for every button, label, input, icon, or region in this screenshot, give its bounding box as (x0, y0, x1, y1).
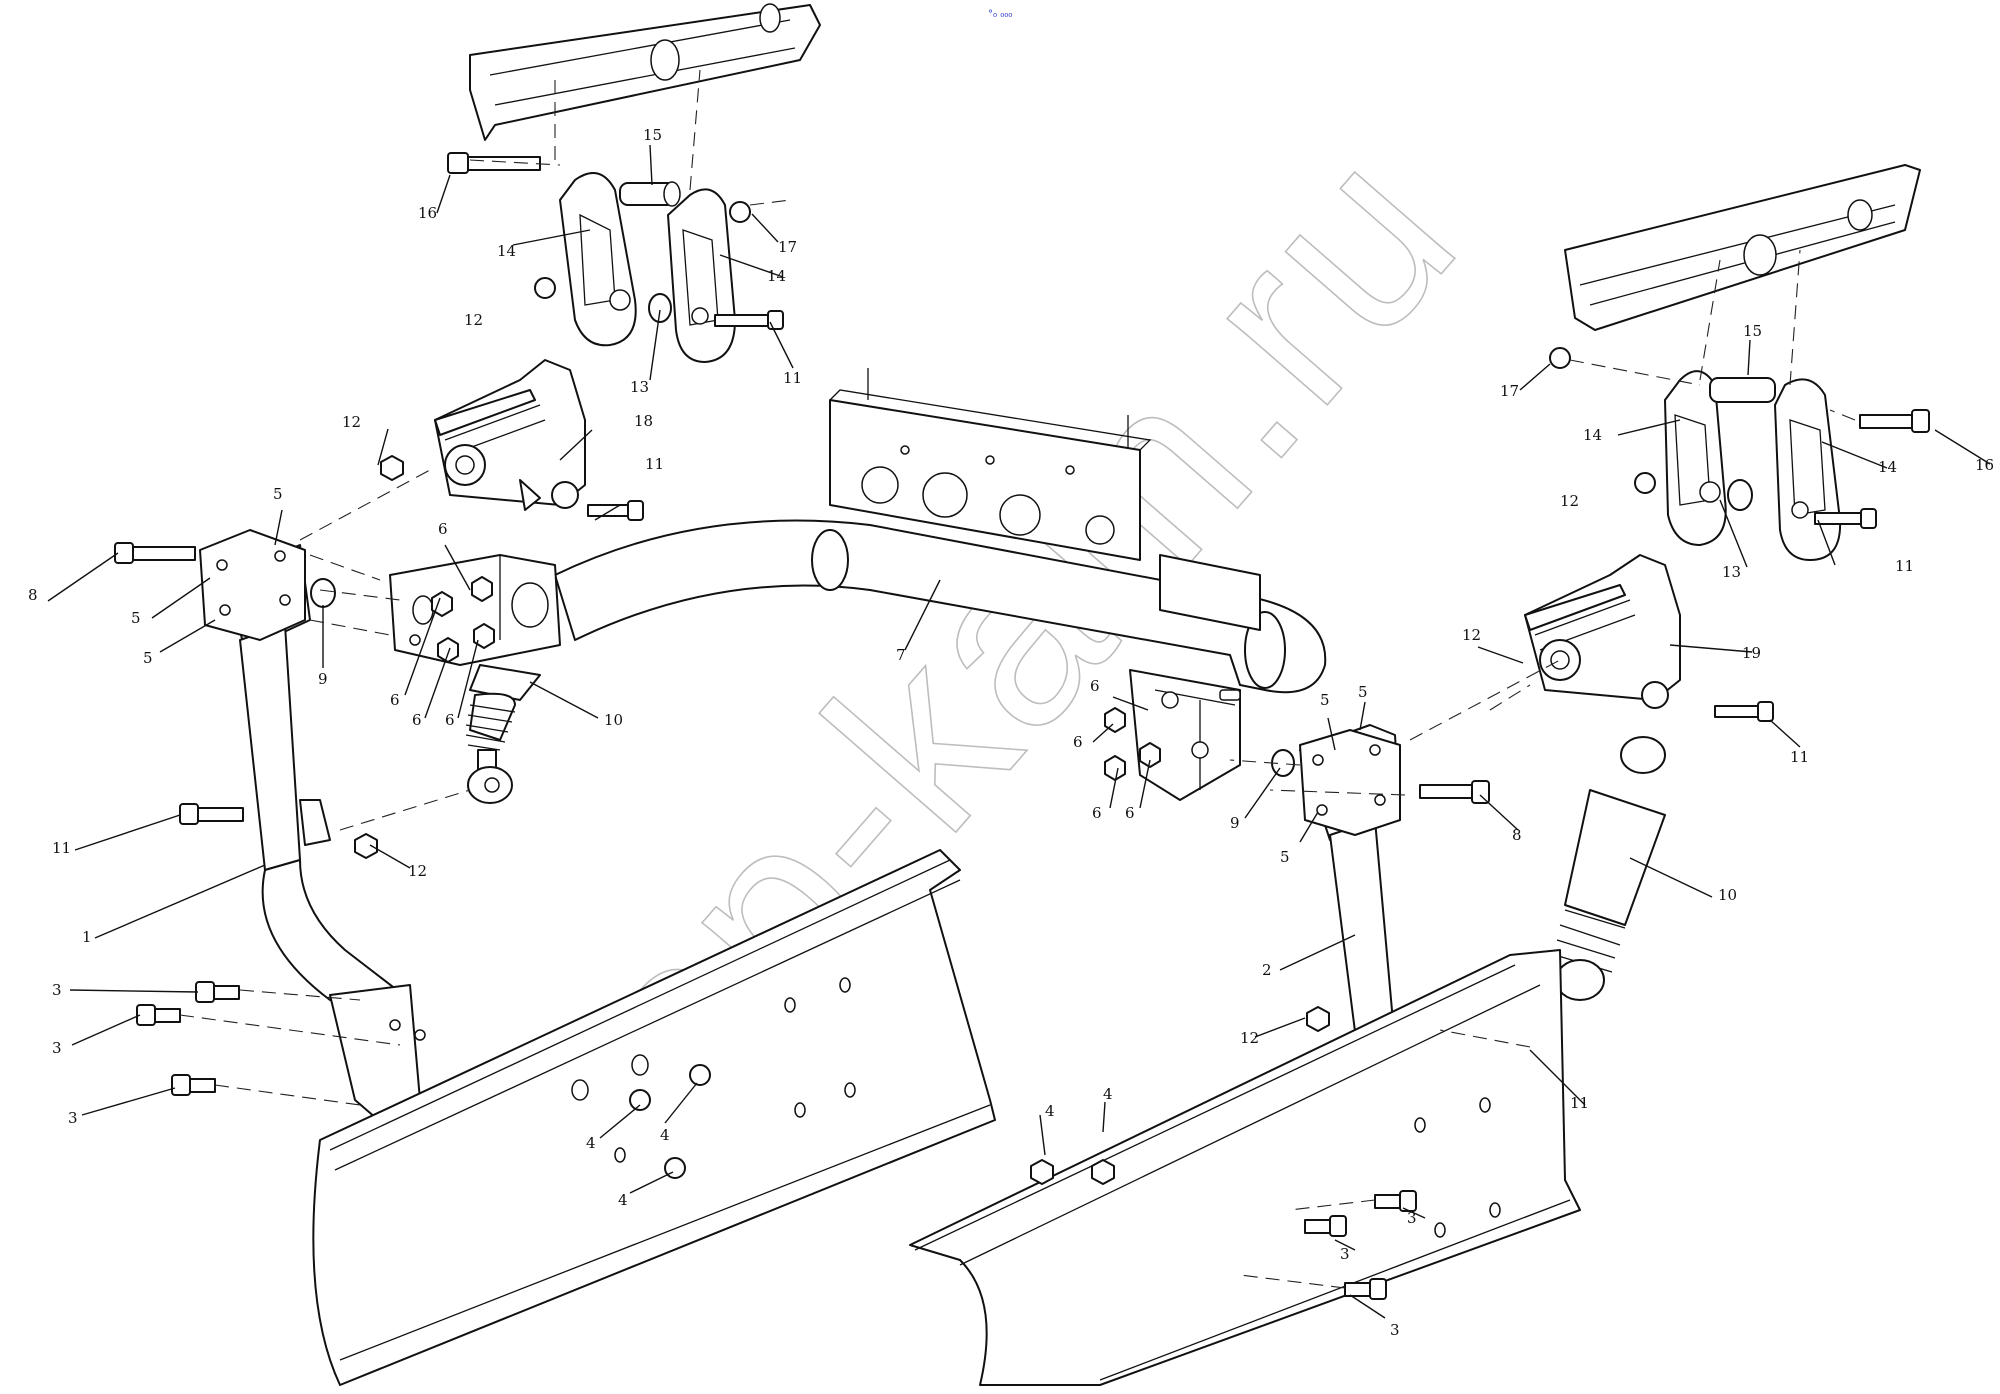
assembly-dashed-lines (179, 69, 1856, 1289)
callout-5: 5 (1320, 691, 1330, 709)
cross-tube-7 (554, 519, 1327, 694)
lock-fasteners-right (1714, 701, 1774, 722)
left-tube-bracket (389, 554, 561, 666)
callout-16: 16 (418, 204, 437, 222)
callout-14: 14 (1878, 458, 1897, 476)
cab-lock-19 (1524, 554, 1681, 709)
callout-6: 6 (1125, 804, 1135, 822)
cab-lock-18 (434, 359, 586, 511)
callout-2: 2 (1262, 961, 1272, 979)
callout-3: 3 (52, 1039, 62, 1057)
callout-4: 4 (660, 1126, 670, 1144)
callout-5: 5 (1280, 848, 1290, 866)
callout-19: 19 (1742, 644, 1761, 662)
callout-6: 6 (390, 691, 400, 709)
callout-5: 5 (1358, 683, 1368, 701)
bolts-3-left (136, 981, 240, 1096)
callout-16: 16 (1975, 456, 1994, 474)
spacer-9-left (310, 578, 336, 608)
callout-12: 12 (408, 862, 427, 880)
left-mount-plate (199, 529, 306, 641)
callout-4: 4 (1045, 1102, 1055, 1120)
lock-fasteners-left (380, 455, 644, 521)
right-tube-bracket (1129, 554, 1261, 801)
callout-12: 12 (342, 413, 361, 431)
callout-11: 11 (1790, 748, 1809, 766)
callout-9: 9 (318, 670, 328, 688)
callout-11: 11 (645, 455, 664, 473)
top-mark: °₀ ₀₀₀ (988, 9, 1012, 20)
callout-12: 12 (464, 311, 483, 329)
left-shackle-assembly (559, 171, 736, 363)
support-bolt-left (179, 803, 378, 859)
callout-12: 12 (1240, 1029, 1259, 1047)
center-mount-plate (829, 368, 1152, 561)
nuts-4-right (1030, 1159, 1115, 1185)
callout-labels: 1 2 3 3 3 3 3 3 4 4 4 4 4 5 5 5 5 5 5 6 … (28, 126, 1994, 1339)
callout-9: 9 (1230, 814, 1240, 832)
shackle-fasteners-right (1549, 347, 1930, 529)
shackle-fasteners-left (534, 201, 784, 330)
bolts-3-right (1304, 1190, 1417, 1300)
shock-absorber-left (465, 664, 541, 804)
callout-6: 6 (438, 520, 448, 538)
callout-12: 12 (1462, 626, 1481, 644)
callout-15: 15 (643, 126, 662, 144)
callout-14: 14 (1583, 426, 1602, 444)
callout-6: 6 (412, 711, 422, 729)
right-mount-plate (1299, 729, 1401, 836)
callout-3: 3 (1390, 1321, 1400, 1339)
callout-3: 3 (1340, 1245, 1350, 1263)
callout-4: 4 (618, 1191, 628, 1209)
callout-11: 11 (1895, 557, 1914, 575)
callout-4: 4 (1103, 1085, 1113, 1103)
callout-7: 7 (896, 646, 906, 664)
callout-13: 13 (1722, 563, 1741, 581)
callout-3: 3 (1407, 1209, 1417, 1227)
callout-11: 11 (783, 369, 802, 387)
shock-absorber-right (1554, 736, 1666, 1001)
leader-lines (47, 144, 1991, 1319)
callout-10: 10 (1718, 886, 1737, 904)
callout-1: 1 (82, 928, 92, 946)
callout-10: 10 (604, 711, 623, 729)
callout-14: 14 (497, 242, 516, 260)
right-lower-longitudinal (909, 949, 1581, 1386)
callout-12: 12 (1560, 492, 1579, 510)
callout-6: 6 (1090, 677, 1100, 695)
left-lower-longitudinal (312, 849, 996, 1386)
callout-5: 5 (273, 485, 283, 503)
right-shackle-assembly (1664, 370, 1842, 561)
callout-13: 13 (630, 378, 649, 396)
callout-18: 18 (634, 412, 653, 430)
callout-11: 11 (1570, 1094, 1589, 1112)
callout-6: 6 (445, 711, 455, 729)
callout-17: 17 (778, 238, 797, 256)
callout-3: 3 (52, 981, 62, 999)
callout-8: 8 (28, 586, 38, 604)
nuts-4-left (629, 1064, 711, 1179)
upper-left-frame-rail (469, 3, 821, 141)
upper-right-frame-rail (1564, 164, 1921, 331)
bolt-8-left (114, 542, 196, 564)
callout-15: 15 (1743, 322, 1762, 340)
callout-3: 3 (68, 1109, 78, 1127)
callout-11: 11 (52, 839, 71, 857)
callout-17: 17 (1500, 382, 1519, 400)
callout-14: 14 (767, 267, 786, 285)
callout-5: 5 (143, 649, 153, 667)
callout-6: 6 (1073, 733, 1083, 751)
callout-4: 4 (586, 1134, 596, 1152)
callout-8: 8 (1512, 826, 1522, 844)
callout-6: 6 (1092, 804, 1102, 822)
left-bracket-nuts (431, 576, 495, 663)
callout-5: 5 (131, 609, 141, 627)
